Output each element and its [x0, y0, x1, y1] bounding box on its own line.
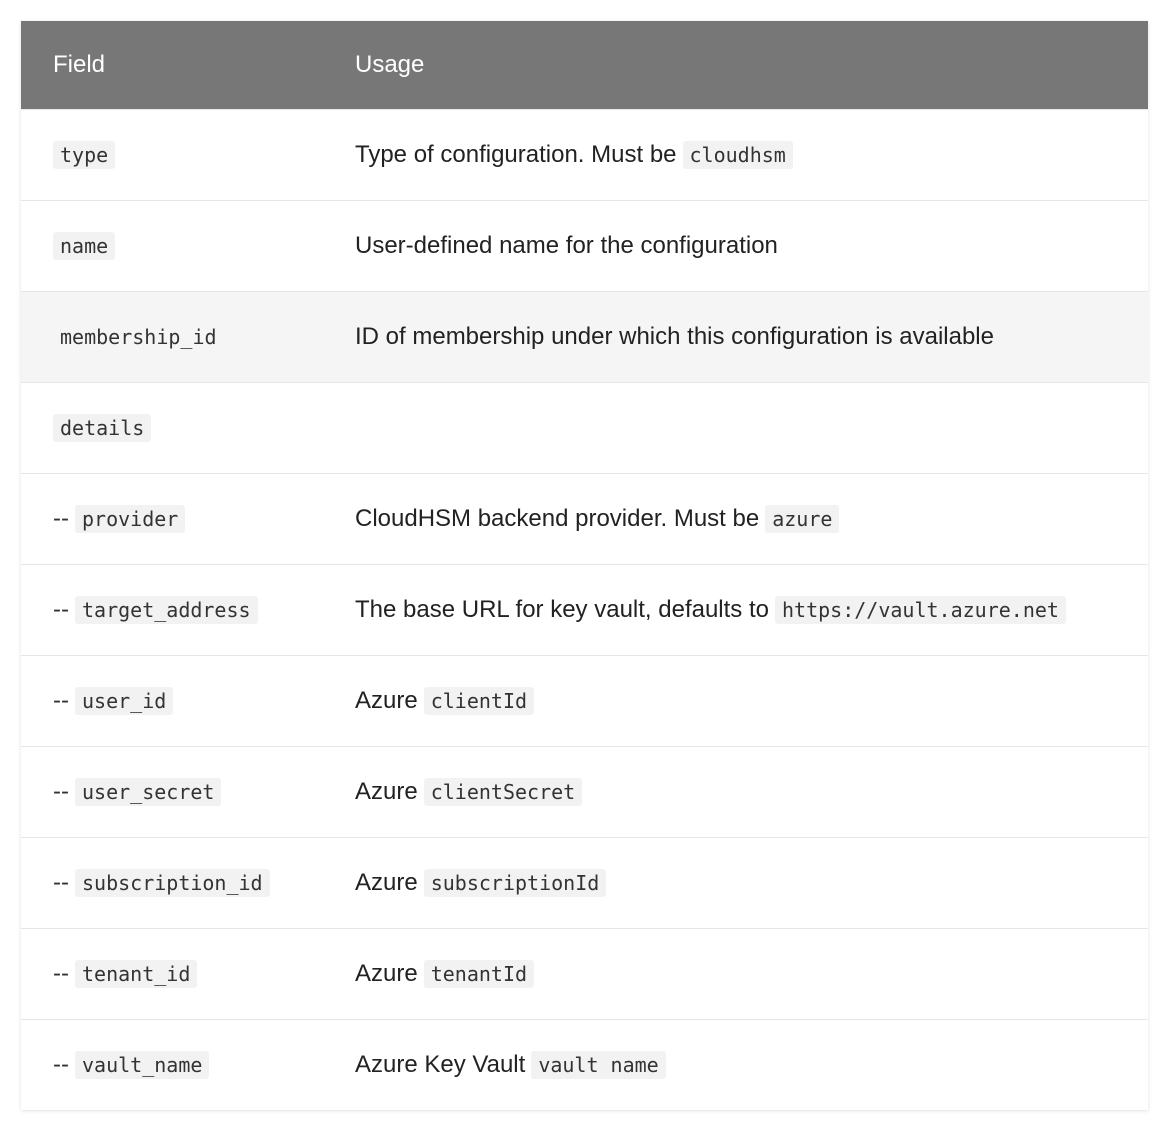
field-cell: details [21, 382, 323, 473]
usage-code: subscriptionId [423, 868, 607, 897]
usage-code: clientSecret [423, 777, 583, 806]
field-code: details [53, 413, 152, 442]
header-field: Field [53, 50, 106, 78]
usage-cell: User-defined name for the configuration [323, 200, 1148, 291]
usage-code: azure [765, 504, 840, 533]
nesting-prefix: -- [53, 959, 69, 987]
config-fields-table: Field Usage type Type of configuration. … [21, 21, 1148, 1110]
usage-cell: ID of membership under which this config… [323, 291, 1148, 382]
field-cell: --user_secret [21, 746, 323, 837]
field-code: tenant_id [74, 959, 198, 988]
table-row-highlighted: membership_id ID of membership under whi… [21, 291, 1148, 382]
usage-code: tenantId [423, 959, 535, 988]
field-code: user_id [74, 686, 174, 715]
nesting-prefix: -- [53, 868, 69, 896]
nesting-prefix: -- [53, 777, 69, 805]
config-fields-table-card: Field Usage type Type of configuration. … [21, 21, 1148, 1110]
table-row: details [21, 382, 1148, 473]
usage-text: Azure Key Vault [355, 1050, 526, 1078]
usage-text: Azure [355, 868, 418, 896]
table-row: --provider CloudHSM backend provider. Mu… [21, 473, 1148, 564]
nesting-prefix: -- [53, 504, 69, 532]
table-header-row: Field Usage [21, 21, 1148, 109]
usage-text: Type of configuration. Must be [355, 140, 677, 168]
usage-code: clientId [423, 686, 535, 715]
usage-text: User-defined name for the configuration [355, 231, 778, 259]
field-cell: --provider [21, 473, 323, 564]
usage-code: https://vault.azure.net [775, 595, 1066, 624]
field-cell: type [21, 109, 323, 200]
field-code: user_secret [74, 777, 222, 806]
usage-text: ID of membership under which this config… [355, 322, 994, 350]
usage-text: Azure [355, 959, 418, 987]
field-cell: --subscription_id [21, 837, 323, 928]
table-row: --target_address The base URL for key va… [21, 564, 1148, 655]
usage-text: Azure [355, 686, 418, 714]
field-code: membership_id [60, 324, 217, 349]
nesting-prefix: -- [53, 595, 69, 623]
usage-text: The base URL for key vault, defaults to [355, 595, 769, 623]
field-code: name [53, 231, 116, 260]
field-cell: --user_id [21, 655, 323, 746]
table-row: name User-defined name for the configura… [21, 200, 1148, 291]
field-code: subscription_id [74, 868, 270, 897]
field-cell: --tenant_id [21, 928, 323, 1019]
field-cell: name [21, 200, 323, 291]
field-cell: --vault_name [21, 1019, 323, 1110]
usage-code: vault name [531, 1050, 666, 1079]
header-usage: Usage [355, 50, 425, 78]
nesting-prefix: -- [53, 686, 69, 714]
field-code: target_address [74, 595, 258, 624]
field-cell: membership_id [21, 291, 323, 382]
field-code: type [53, 140, 116, 169]
usage-text: CloudHSM backend provider. Must be [355, 504, 760, 532]
usage-cell [323, 382, 1148, 473]
nesting-prefix: -- [53, 1050, 69, 1078]
field-code: vault_name [74, 1050, 210, 1079]
usage-code: cloudhsm [682, 140, 793, 169]
field-code: provider [74, 504, 186, 533]
usage-text: Azure [355, 777, 418, 805]
field-cell: --target_address [21, 564, 323, 655]
